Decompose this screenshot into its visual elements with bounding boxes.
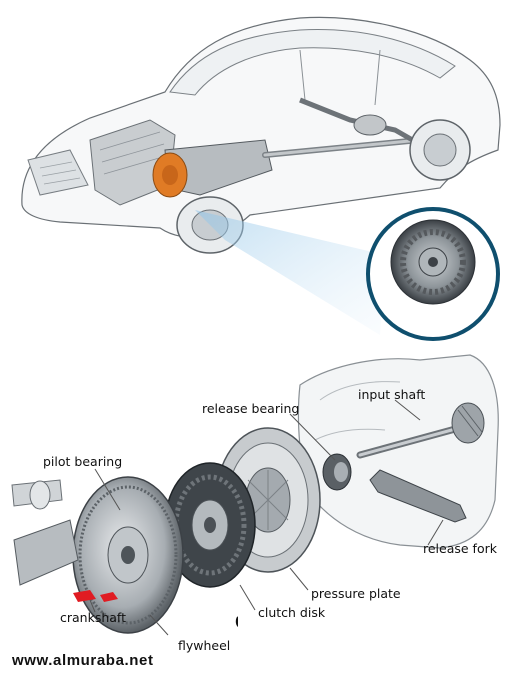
label-clutch-disk: clutch disk — [258, 605, 326, 620]
label-release-bearing: release bearing — [202, 401, 300, 416]
svg-text:المربع نت: المربع نت — [233, 590, 238, 641]
label-input-shaft: input shaft — [358, 387, 426, 402]
clutch-disc-callout — [366, 207, 500, 341]
label-flywheel: flywheel — [178, 638, 231, 653]
label-pressure-plate: pressure plate — [311, 586, 401, 601]
exploded-clutch-assembly — [11, 354, 499, 634]
almuraba-logo: المربع نت — [73, 590, 238, 641]
car-illustration — [21, 16, 501, 335]
leader-lines — [89, 399, 444, 636]
label-crankshaft: crankshaft — [60, 610, 127, 625]
label-pilot-bearing: pilot bearing — [43, 454, 123, 469]
watermark-url: www.almuraba.net — [12, 652, 154, 669]
label-release-fork: release fork — [423, 541, 497, 556]
